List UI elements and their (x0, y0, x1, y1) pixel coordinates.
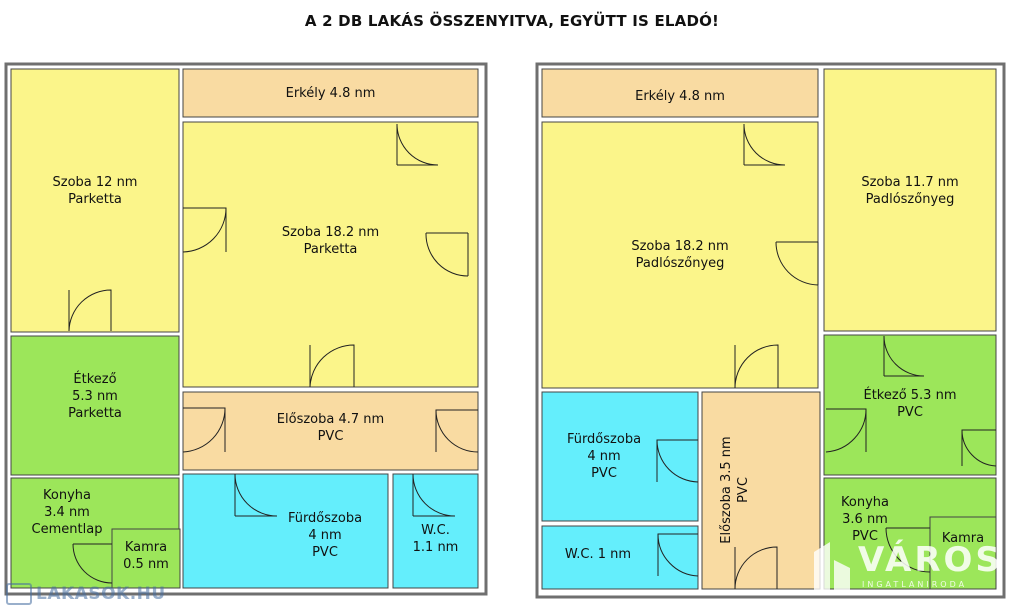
page-title: A 2 DB LAKÁS ÖSSZENYITVA, EGYÜTT IS ELAD… (304, 12, 720, 30)
room-floor: Parketta (303, 242, 358, 257)
room-text: Szoba 11.7 nm (861, 175, 959, 190)
room-text: Szoba 18.2 nm (631, 239, 729, 254)
room-fill (392, 473, 479, 589)
building-icon (814, 542, 850, 594)
room-text: W.C. 1 nm (564, 547, 632, 562)
room-floor: PVC (591, 466, 617, 481)
room-label-erkely-right: Erkély 4.8 nm (542, 88, 818, 105)
room-text: W.C. (421, 523, 450, 538)
room-fill (823, 334, 997, 476)
room-floor: Parketta (68, 406, 122, 421)
room-fill (182, 473, 389, 589)
room-floor: Cementlap (31, 522, 103, 537)
room-text: Kamra (941, 531, 985, 546)
room-floor: Parketta (68, 192, 122, 207)
room-fill (701, 391, 821, 590)
room-fill (182, 68, 479, 118)
room-label-furdo-right: Fürdőszoba 4 nm PVC (548, 431, 660, 482)
watermark-text: LAKASOK.HU (36, 584, 166, 604)
room-label-konyha-left: Konyha 3.4 nm Cementlap (22, 487, 112, 538)
lakasok-watermark: LAKASOK.HU (6, 582, 166, 606)
varosi-watermark: VÁROSI INGATLANIRODA (810, 538, 1024, 598)
room-label-szoba-18-right: Szoba 18.2 nm Padlószőnyeg (542, 238, 818, 272)
room-area: 5.3 nm (72, 389, 118, 404)
room-fill (182, 121, 479, 388)
room-fill (541, 525, 699, 590)
room-text: Erkély 4.8 nm (635, 89, 725, 104)
room-label-szoba-18-left: Szoba 18.2 nm Parketta (183, 224, 478, 258)
room-label-kamra-right: Kamra (930, 530, 996, 547)
room-label-konyha-right: Konyha 3.6 nm PVC (830, 494, 900, 545)
room-floor: PVC (852, 529, 878, 544)
room-label-etkezo-left: Étkező 5.3 nm Parketta (11, 371, 179, 422)
room-fill (823, 68, 997, 332)
room-text: Kamra (124, 540, 168, 555)
room-floor: PVC (897, 405, 923, 420)
room-label-eloszoba-left: Előszoba 4.7 nm PVC (183, 411, 478, 445)
room-fill (929, 516, 997, 590)
room-label-eloszoba-right: Előszoba 3.5 nm PVC (718, 420, 754, 560)
room-label-kamra-left: Kamra 0.5 nm (112, 539, 180, 573)
room-floor: Padlószőnyeg (635, 256, 725, 271)
room-area: 4 nm (587, 449, 621, 464)
room-floor: PVC (312, 545, 338, 560)
room-label-szoba-11-7: Szoba 11.7 nm Padlószőnyeg (824, 174, 996, 208)
room-text: Fürdőszoba (287, 511, 363, 526)
room-fill (541, 391, 699, 522)
room-fill (182, 391, 479, 471)
room-text: Étkező 5.3 nm (863, 388, 957, 403)
room-floor: PVC (736, 477, 751, 503)
room-label-szoba-12: Szoba 12 nm Parketta (11, 174, 179, 208)
room-floor: Padlószőnyeg (865, 192, 955, 207)
room-text: Étkező (73, 372, 117, 387)
watermark-subtext: INGATLANIRODA (862, 580, 968, 589)
right-apartment-plan (535, 62, 1006, 599)
room-label-etkezo-right: Étkező 5.3 nm PVC (824, 387, 996, 421)
left-apartment-plan (4, 62, 488, 596)
room-area: 4 nm (308, 528, 342, 543)
house-icon (6, 583, 32, 605)
room-text: Előszoba 4.7 nm (276, 412, 385, 427)
room-text: Konyha (841, 495, 889, 510)
room-fill (541, 121, 819, 389)
room-area: 1.1 nm (412, 540, 459, 555)
room-text: Fürdőszoba (566, 432, 642, 447)
room-text: Szoba 12 nm (52, 175, 138, 190)
room-text: Konyha (43, 488, 91, 503)
room-text: Előszoba 3.5 nm (719, 436, 734, 544)
room-fill (111, 528, 181, 589)
room-text: Erkély 4.8 nm (285, 86, 376, 101)
room-text: Szoba 18.2 nm (281, 225, 380, 240)
room-fill (10, 68, 180, 333)
room-label-wc-left: W.C. 1.1 nm (393, 522, 478, 556)
room-label-erkely-left: Erkély 4.8 nm (183, 85, 478, 102)
room-floor: PVC (317, 429, 344, 444)
room-area: 3.4 nm (44, 505, 90, 520)
room-fill (541, 68, 819, 118)
room-label-furdo-left: Fürdőszoba 4 nm PVC (260, 510, 390, 561)
room-label-wc-right: W.C. 1 nm (548, 546, 648, 563)
room-fill (10, 335, 180, 476)
room-area: 3.6 nm (842, 512, 888, 527)
room-area: 0.5 nm (123, 557, 169, 572)
watermark-text: VÁROSI (858, 540, 1019, 580)
